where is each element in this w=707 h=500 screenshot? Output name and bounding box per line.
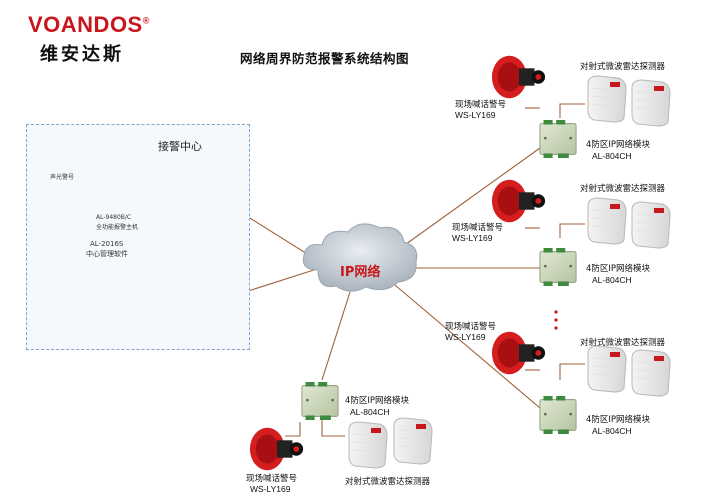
site3-detector-label: 对射式微波雷达探测器 [580,338,666,348]
brand-chinese-name: 维安达斯 [40,44,124,65]
alarm-center-box [26,124,250,350]
site4-module-name: 4防区IP网络模块 [345,396,410,406]
site4-detector-icon-2 [393,417,433,465]
site1-detector-icon [587,75,627,123]
diagram-title: 网络周界防范报警系统结构图 [240,51,410,66]
site4-speaker-model: WS-LY169 [250,484,291,494]
site4-module-model: AL-804CH [350,407,390,417]
site4-detector-label: 对射式微波雷达探测器 [345,477,431,487]
site1-speaker-model: WS-LY169 [455,110,496,120]
site3-speaker-icon [491,331,546,375]
site3-module-name: 4防区IP网络模块 [586,415,651,425]
site4-speaker-icon [249,427,304,471]
site3-detector-icon [587,345,627,393]
site2-speaker-icon [491,179,546,223]
site2-detector-icon [587,197,627,245]
site3-module-model: AL-804CH [592,426,632,436]
site1-module-model: AL-804CH [592,151,632,161]
site1-module-icon [539,120,577,158]
software-model: AL-2016S [90,240,124,248]
brand-logo: VOANDOS® [28,12,150,37]
host-name: 全功能报警主机 [96,224,139,231]
site2-speaker-name: 现场喊话警号 [452,223,504,233]
site1-detector-icon-2 [631,79,671,127]
site1-speaker-name: 现场喊话警号 [455,100,507,110]
site2-speaker-model: WS-LY169 [452,233,493,243]
site3-detector-icon-2 [631,349,671,397]
site1-module-name: 4防区IP网络模块 [586,140,651,150]
site4-speaker-name: 现场喊话警号 [246,474,298,484]
software-name: 中心管理软件 [86,250,128,258]
site3-speaker-model: WS-LY169 [445,332,486,342]
site2-detector-label: 对射式微波雷达探测器 [580,184,666,194]
alarm-center-title: 接警中心 [158,140,202,153]
site3-speaker-name: 现场喊话警号 [445,322,497,332]
site1-speaker-icon [491,55,546,99]
ip-network-cloud [302,223,418,292]
site4-detector-icon [348,421,388,469]
cloud-label: IP网络 [340,265,381,280]
site2-module-icon [539,248,577,286]
host-model: AL-9480B/C [96,214,132,221]
site3-module-icon [539,396,577,434]
siren-label: 声光警号 [50,174,75,181]
site4-module-icon [301,382,339,420]
site2-module-name: 4防区IP网络模块 [586,264,651,274]
site2-module-model: AL-804CH [592,275,632,285]
site2-detector-icon-2 [631,201,671,249]
site1-detector-label: 对射式微波雷达探测器 [580,62,666,72]
